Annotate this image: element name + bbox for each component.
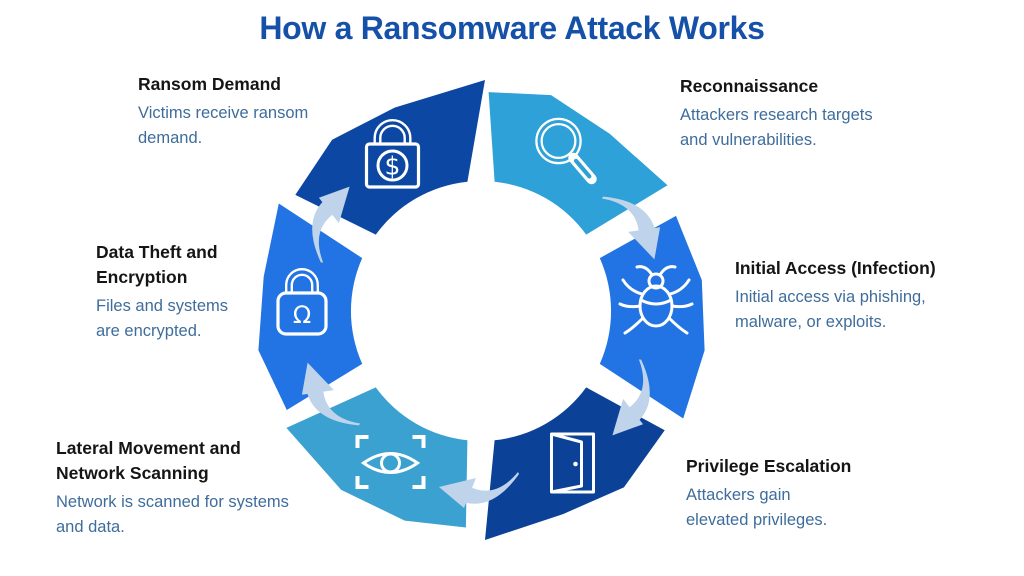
flow-arrow [612,359,650,436]
stage-heading: Privilege Escalation [686,456,852,476]
stage-description: Attackers gain elevated privileges. [686,486,828,529]
stage-label-data-theft: Data Theft and Encryption Files and syst… [96,240,228,344]
stage-label-initial-access: Initial Access (Infection) Initial acces… [735,256,936,335]
svg-text:$: $ [385,152,401,181]
stage-description: Victims receive ransom demand. [138,104,309,147]
flow-arrow [439,472,519,508]
stage-description: Attackers research targets and vulnerabi… [680,106,873,149]
stage-label-privilege-escalation: Privilege Escalation Attackers gain elev… [686,454,851,533]
stage-description: Network is scanned for systems and data. [56,493,289,536]
stage-description: Initial access via phishing, malware, or… [735,288,926,331]
svg-text:Ω: Ω [293,301,311,329]
stage-heading: Lateral Movement and Network Scanning [56,438,241,483]
segment-initial-access [599,215,705,419]
stage-label-ransom-demand: Ransom Demand Victims receive ransom dem… [138,72,308,151]
flow-arrow [312,186,350,263]
page-title: How a Ransomware Attack Works [259,10,765,46]
stage-heading: Reconnaissance [680,76,819,96]
stage-label-lateral-movement: Lateral Movement and Network Scanning Ne… [56,436,289,540]
stage-heading: Ransom Demand [138,74,281,94]
padlock-dollar-icon: $ [364,119,421,189]
door-icon [550,432,595,494]
magnifier-icon [535,117,597,185]
padlock-icon: Ω [276,268,328,336]
eye-scan-icon [355,435,426,489]
flow-arrow [301,362,361,426]
flow-arrow [601,196,661,260]
stage-heading: Initial Access (Infection) [735,258,936,278]
stage-heading: Data Theft and Encryption [96,242,218,287]
segment-data-theft [258,203,363,410]
stage-description: Files and systems are encrypted. [96,297,229,340]
bug-icon [618,265,694,335]
stage-label-reconnaissance: Reconnaissance Attackers research target… [680,74,873,153]
